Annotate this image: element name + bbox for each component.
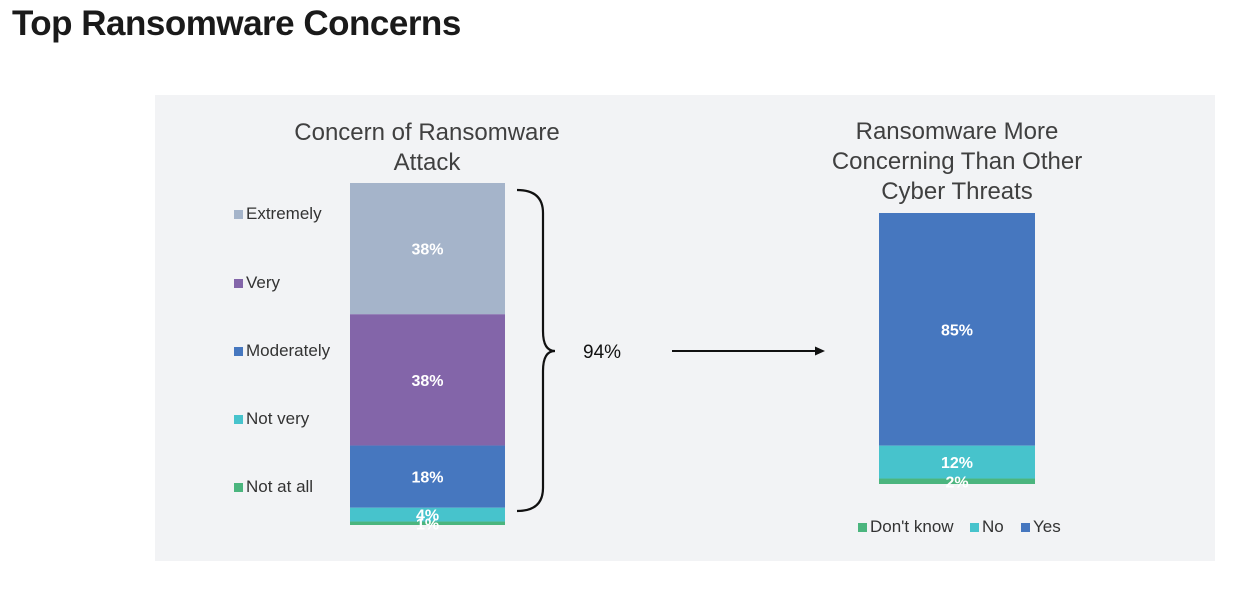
bracket — [516, 188, 556, 513]
data-label-extremely: 38% — [411, 242, 443, 259]
data-label-not-very: 4% — [416, 508, 439, 525]
bar-segment-extremely — [350, 183, 505, 315]
page-title: Top Ransomware Concerns — [12, 4, 461, 43]
legend-swatch-extremely — [234, 210, 243, 219]
comparison-chart-title-line: Cyber Threats — [881, 178, 1033, 205]
legend-swatch-very — [234, 279, 243, 288]
legend-label-not-very: Not very — [246, 409, 310, 428]
arrow-head — [815, 346, 825, 356]
concern-chart-title-line: Attack — [394, 149, 462, 176]
bar-segment-don-t-know — [879, 478, 1035, 484]
legend-label-not-at-all: Not at all — [246, 477, 313, 496]
legend-swatch-yes — [1021, 523, 1030, 532]
data-label-no: 12% — [941, 455, 973, 472]
legend-label-extremely: Extremely — [246, 204, 322, 223]
legend-swatch-not-very — [234, 415, 243, 424]
data-label-don-t-know: 2% — [945, 474, 968, 491]
bar-segment-yes — [879, 213, 1035, 446]
legend-label-moderately: Moderately — [246, 341, 331, 360]
bar-segment-moderately — [350, 445, 505, 508]
bar-segment-very — [350, 314, 505, 446]
legend-swatch-moderately — [234, 347, 243, 356]
bar-segment-not-very — [350, 507, 505, 522]
bracket-label: 94% — [583, 342, 621, 363]
data-label-moderately: 18% — [411, 470, 443, 487]
legend-swatch-no — [970, 523, 979, 532]
legend-label-yes: Yes — [1033, 517, 1061, 536]
data-label-not-at-all: 1% — [416, 516, 439, 533]
legend-label-no: No — [982, 517, 1004, 536]
comparison-chart-title-line: Concerning Than Other — [832, 148, 1082, 175]
comparison-chart-title-line: Ransomware More — [856, 118, 1059, 145]
bar-segment-no — [879, 445, 1035, 479]
bar-segment-not-at-all — [350, 521, 505, 525]
data-label-very: 38% — [411, 373, 443, 390]
connector: 94% — [516, 188, 825, 513]
legend-label-very: Very — [246, 273, 281, 292]
data-label-yes: 85% — [941, 322, 973, 339]
legend-swatch-don-t-know — [858, 523, 867, 532]
legend-swatch-not-at-all — [234, 483, 243, 492]
legend-label-don-t-know: Don't know — [870, 517, 954, 536]
concern-chart-title-line: Concern of Ransomware — [294, 119, 559, 146]
